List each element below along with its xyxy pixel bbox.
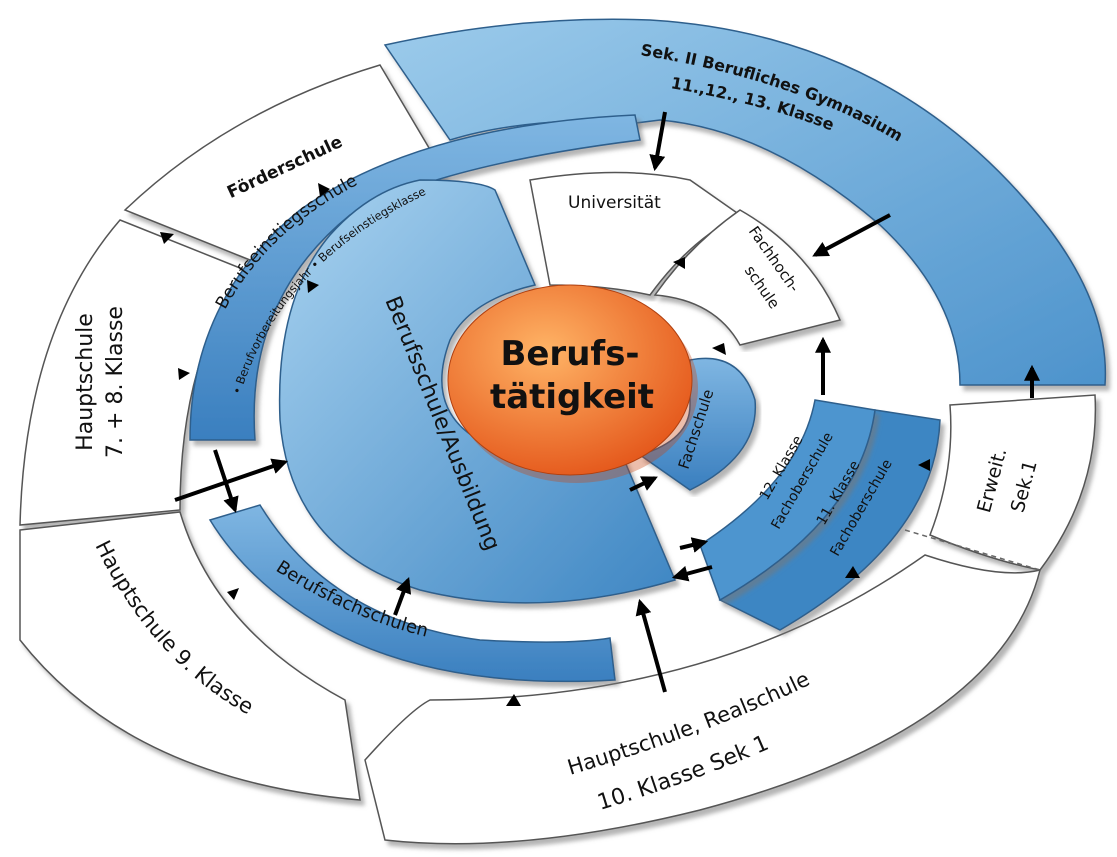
arrow-to-fachschule xyxy=(629,476,658,492)
band-fos-12 xyxy=(699,399,876,602)
triangle-marker xyxy=(227,588,239,600)
arrow-bfs-to-berufsschule xyxy=(393,577,412,616)
outer-ring xyxy=(19,64,1097,845)
arrow-sek2-to-uni xyxy=(649,111,667,172)
triangle-marker xyxy=(673,257,685,269)
sector-hauptschule-9 xyxy=(19,511,361,801)
triangle-marker xyxy=(918,459,930,471)
center-label-line1: Berufs- xyxy=(500,334,639,374)
arrow-sek2-to-fh xyxy=(812,213,891,257)
triangle-marker xyxy=(506,694,521,706)
sector-berufsschule-ausbildung xyxy=(278,179,677,604)
triangle-marker xyxy=(178,368,190,380)
band-berufseinstiegsschule xyxy=(189,114,641,441)
hs78-label-line1: Hauptschule xyxy=(73,313,98,451)
center-berufstaetigkeit: Berufs- tätigkeit xyxy=(447,284,698,483)
sector-hauptschule-10 xyxy=(364,554,1042,845)
triangle-marker xyxy=(845,566,860,578)
sector-fachschule xyxy=(638,357,757,491)
sector-erweit-sek1 xyxy=(929,394,1097,571)
arrow-hs78-to-berufsschule xyxy=(174,458,289,502)
divider-dashed xyxy=(904,529,1041,571)
triangle-marker xyxy=(318,183,330,197)
band-berufsfachschulen xyxy=(208,504,616,683)
entry-triangles xyxy=(160,183,930,706)
triangle-marker xyxy=(712,343,726,355)
flow-arrows xyxy=(174,111,1040,693)
band-sek2-gymnasium xyxy=(383,18,1107,386)
universitaet-label: Universität xyxy=(568,193,661,213)
arrow-hs10-to-berufsschule xyxy=(635,598,667,693)
center-label-line2: tätigkeit xyxy=(490,377,654,417)
sector-fachhochschule xyxy=(653,209,842,346)
triangle-marker xyxy=(307,280,319,293)
sector-universitaet xyxy=(529,171,742,296)
arrow-berufsschule-to-fos xyxy=(679,537,709,553)
arrow-fos-to-berufsschule xyxy=(671,565,713,582)
arrow-bes-to-bfs xyxy=(213,449,239,514)
triangle-marker xyxy=(160,232,174,244)
hs78-label-line2: 7. + 8. Klasse xyxy=(103,306,128,458)
